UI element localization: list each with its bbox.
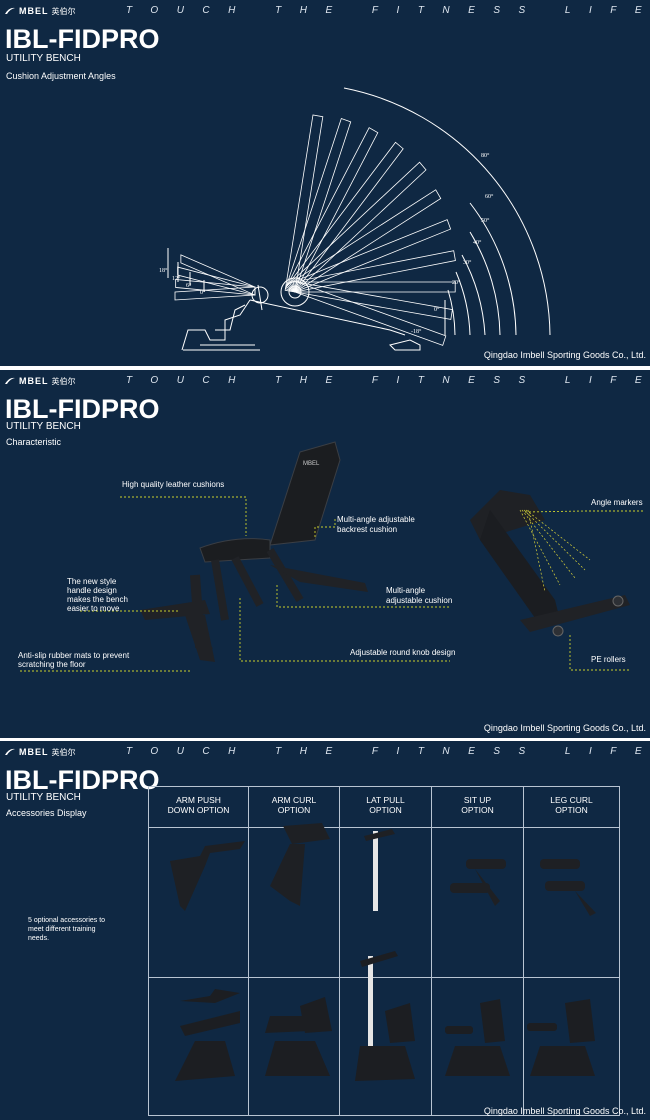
angle-label-12: 12° xyxy=(172,275,181,282)
logo-swoosh-icon xyxy=(5,7,15,14)
angle-label-0r: 0° xyxy=(434,306,440,313)
company-name: Qingdao Imbell Sporting Goods Co., Ltd. xyxy=(483,723,646,733)
callout-knob: Adjustable round knob design xyxy=(350,648,456,657)
product-subtitle: UTILITY BENCH xyxy=(6,53,81,64)
angle-label-6: 6° xyxy=(186,282,192,289)
callout-backrest-1: Multi-angle adjustable xyxy=(337,515,415,524)
bench-drawing: MBEL xyxy=(140,441,368,662)
callout-cushion-2: adjustable cushion xyxy=(386,596,453,605)
backrest-position-outline xyxy=(285,117,352,293)
callout-handle-4: easier to move xyxy=(67,604,120,613)
backrest-position-outline xyxy=(286,141,404,293)
company-name: Qingdao Imbell Sporting Goods Co., Ltd. xyxy=(483,1106,646,1116)
callout-handle-2: handle design xyxy=(67,586,117,595)
logo-swoosh-icon xyxy=(5,748,15,755)
section-title: Cushion Adjustment Angles xyxy=(6,71,116,81)
accessories-illustrations xyxy=(170,823,596,1081)
brand-bar: MBEL 英伯尔 TOUCH THE FITNESS LIFE xyxy=(0,370,650,392)
bench-with-lat-pull-image xyxy=(355,951,415,1081)
leg-curl-accessory-image xyxy=(540,859,596,916)
bench-illustration: MBEL xyxy=(20,441,645,672)
logo-swoosh-icon xyxy=(5,377,15,384)
company-name: Qingdao Imbell Sporting Goods Co., Ltd. xyxy=(483,350,646,360)
panel-adjustment-angles: MBEL 英伯尔 TOUCH THE FITNESS LIFE IBL-FIDP… xyxy=(0,0,650,366)
backrest-position-outline xyxy=(291,219,452,293)
lat-pull-accessory-image xyxy=(364,829,395,911)
arm-curl-accessory-image xyxy=(270,823,330,906)
angle-label-50: 50° xyxy=(481,217,490,224)
callout-cushion-1: Multi-angle xyxy=(386,586,426,595)
backrest-position-outline xyxy=(292,250,456,293)
frame-detail-drawing xyxy=(470,490,630,637)
brand-bar: MBEL 英伯尔 TOUCH THE FITNESS LIFE xyxy=(0,741,650,763)
tagline: TOUCH THE FITNESS LIFE xyxy=(126,5,650,16)
angle-label-0l: 0° xyxy=(200,289,206,296)
callout-backrest-2: backrest cushion xyxy=(337,525,398,534)
angle-diagram: 80° 60° 50° 40° 30° 20° 0° -18° 18° 12° … xyxy=(159,87,551,351)
angle-arcs xyxy=(167,87,551,336)
sit-up-accessory-image xyxy=(450,859,506,906)
bench-with-leg-curl-image xyxy=(527,999,595,1076)
brand-logo: MBEL 英伯尔 xyxy=(4,4,76,18)
callout-rubber-2: scratching the floor xyxy=(18,660,86,669)
model-title: IBL-FIDPRO xyxy=(5,394,160,424)
callout-handle-1: The new style xyxy=(67,577,117,586)
accessories-note: 5 optional accessories to meet different… xyxy=(28,917,106,942)
angle-label-18: 18° xyxy=(159,267,168,274)
angle-label-40: 40° xyxy=(473,239,482,246)
backrest-position-outline xyxy=(294,281,447,346)
backrest-position-outline xyxy=(284,114,324,293)
bench-frame-drawing xyxy=(181,277,421,351)
model-title: IBL-FIDPRO xyxy=(5,24,160,54)
tagline: TOUCH THE FITNESS LIFE xyxy=(126,375,650,386)
accessories-row-divider xyxy=(149,977,619,978)
panel-accessories: MBEL 英伯尔 TOUCH THE FITNESS LIFE IBL-FIDP… xyxy=(0,741,650,1120)
callout-lines xyxy=(20,496,645,672)
brand-logo: MBEL 英伯尔 xyxy=(4,745,76,759)
callout-pe-rollers: PE rollers xyxy=(591,655,626,664)
angle-labels: 80° 60° 50° 40° 30° 20° 0° -18° 18° 12° … xyxy=(159,152,494,335)
callout-angle-markers: Angle markers xyxy=(591,498,643,507)
svg-text:MBEL: MBEL xyxy=(303,461,320,467)
arm-push-down-accessory-image xyxy=(170,841,245,911)
angle-label-30: 30° xyxy=(463,259,472,266)
model-title: IBL-FIDPRO xyxy=(5,765,160,795)
product-subtitle: UTILITY BENCH xyxy=(6,792,81,803)
section-title: Accessories Display xyxy=(6,808,87,818)
callout-rubber-1: Anti-slip rubber mats to prevent xyxy=(18,651,130,660)
angle-label-80: 80° xyxy=(481,152,490,159)
callout-handle-3: makes the bench xyxy=(67,595,128,604)
bench-with-arm-curl-image xyxy=(265,997,332,1076)
backrest-position-outline xyxy=(288,161,427,293)
brand-logo: MBEL 英伯尔 xyxy=(4,374,76,388)
tagline: TOUCH THE FITNESS LIFE xyxy=(126,746,650,757)
callout-leather: High quality leather cushions xyxy=(122,480,225,489)
panel-characteristic: MBEL 英伯尔 TOUCH THE FITNESS LIFE IBL-FIDP… xyxy=(0,370,650,738)
section-title: Characteristic xyxy=(6,437,62,447)
angle-label-60: 60° xyxy=(485,193,494,200)
bench-with-arm-push-down-image xyxy=(175,989,240,1081)
product-subtitle: UTILITY BENCH xyxy=(6,421,81,432)
bench-with-sit-up-image xyxy=(445,999,510,1076)
backrest-position-outline xyxy=(289,189,442,293)
brand-bar: MBEL 英伯尔 TOUCH THE FITNESS LIFE xyxy=(0,0,650,22)
angle-label-20: 20° xyxy=(452,279,461,286)
accessories-header-row xyxy=(149,787,619,828)
backrest-position-outline xyxy=(285,127,379,293)
backrest-position-outline xyxy=(294,281,456,293)
angle-label-minus18: -18° xyxy=(411,328,422,335)
seat-position-outline xyxy=(180,254,256,296)
